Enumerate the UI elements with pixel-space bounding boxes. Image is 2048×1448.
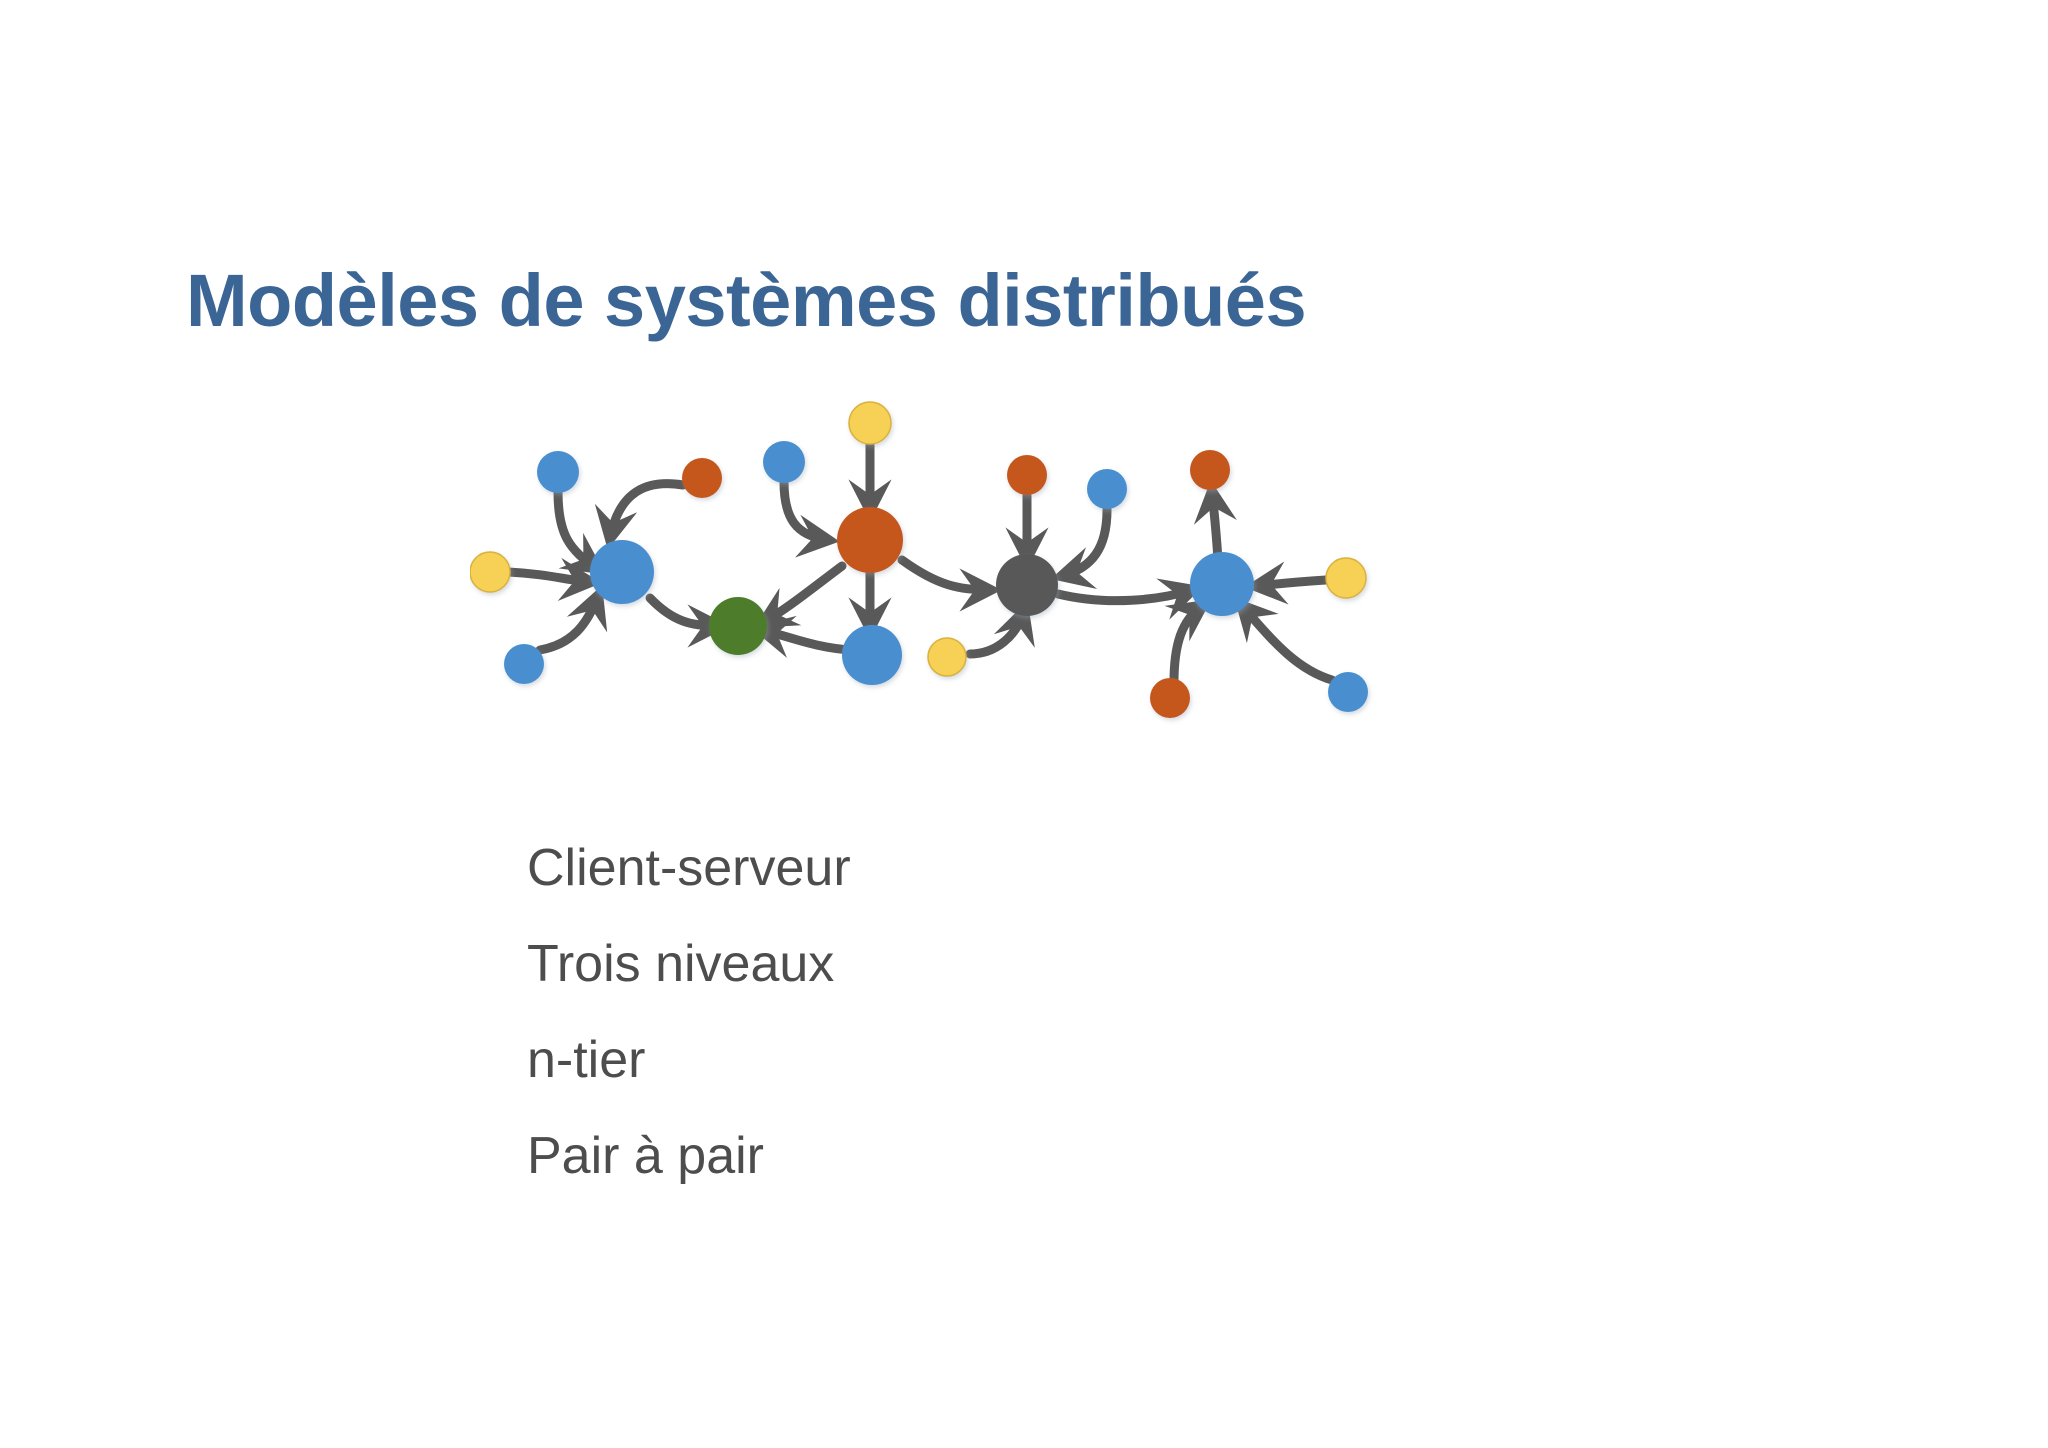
edge-center-blue-left-to-hub [779, 477, 840, 558]
page-title: Modèles de systèmes distribués [186, 259, 1307, 342]
bullet-list: Client-serveur Trois niveaux n-tier Pair… [527, 820, 1327, 1204]
node-center-blue-bottom[interactable] [842, 625, 902, 685]
node-center-blue-left[interactable] [763, 441, 805, 483]
node-hub-orange-center[interactable] [837, 507, 903, 573]
list-item: Pair à pair [527, 1127, 764, 1185]
network-diagram-svg [469, 401, 1368, 718]
edge-left-yellow-to-hub [503, 557, 602, 601]
edge-right-yellow-to-hub [1244, 561, 1331, 605]
node-hub-gray[interactable] [996, 554, 1058, 616]
node-center-green[interactable] [709, 597, 767, 655]
edge-gray-yellow-bottom-to-hub [965, 600, 1035, 659]
node-right-blue-bottom[interactable] [1328, 672, 1368, 712]
list-item: Trois niveaux [527, 935, 835, 993]
edge-center-hub-to-green [753, 561, 847, 628]
node-center-yellow-top[interactable] [848, 401, 892, 445]
edge-left-hub-to-green [645, 593, 730, 648]
node-group [469, 401, 1368, 718]
edge-gray-blue-right-to-hub [1050, 505, 1112, 589]
node-gray-yellow-bottom[interactable] [927, 637, 967, 677]
node-left-orange-top[interactable] [682, 458, 722, 498]
distributed-systems-network-diagram [469, 400, 1590, 760]
node-gray-orange-top[interactable] [1007, 455, 1047, 495]
edge-center-blue-bottom-to-green [750, 615, 857, 658]
edge-left-blue-bottom-to-hub [535, 585, 608, 655]
node-gray-blue-right[interactable] [1087, 469, 1127, 509]
edge-left-blue-top-to-hub [553, 487, 606, 575]
node-left-blue-top[interactable] [537, 451, 579, 493]
edge-center-hub-to-gray-hub [897, 555, 1002, 612]
edge-group [503, 439, 1337, 687]
node-left-blue-bottom[interactable] [504, 644, 544, 684]
node-right-yellow[interactable] [1325, 557, 1367, 599]
list-item: Client-serveur [527, 839, 851, 897]
node-right-orange-top[interactable] [1190, 450, 1230, 490]
node-hub-blue-right[interactable] [1190, 552, 1254, 616]
edge-right-orange-bottom-to-hub [1164, 599, 1212, 687]
node-right-orange-bottom[interactable] [1150, 678, 1190, 718]
edge-right-hub-to-orange-top [1193, 480, 1237, 565]
edge-right-blue-bottom-to-hub [1234, 597, 1337, 685]
node-hub-blue-left[interactable] [590, 540, 654, 604]
list-item: n-tier [527, 1031, 646, 1089]
edge-left-orange-top-to-hub [594, 479, 688, 550]
node-left-yellow[interactable] [469, 551, 511, 593]
edge-gray-hub-to-right-hub [1053, 578, 1204, 620]
